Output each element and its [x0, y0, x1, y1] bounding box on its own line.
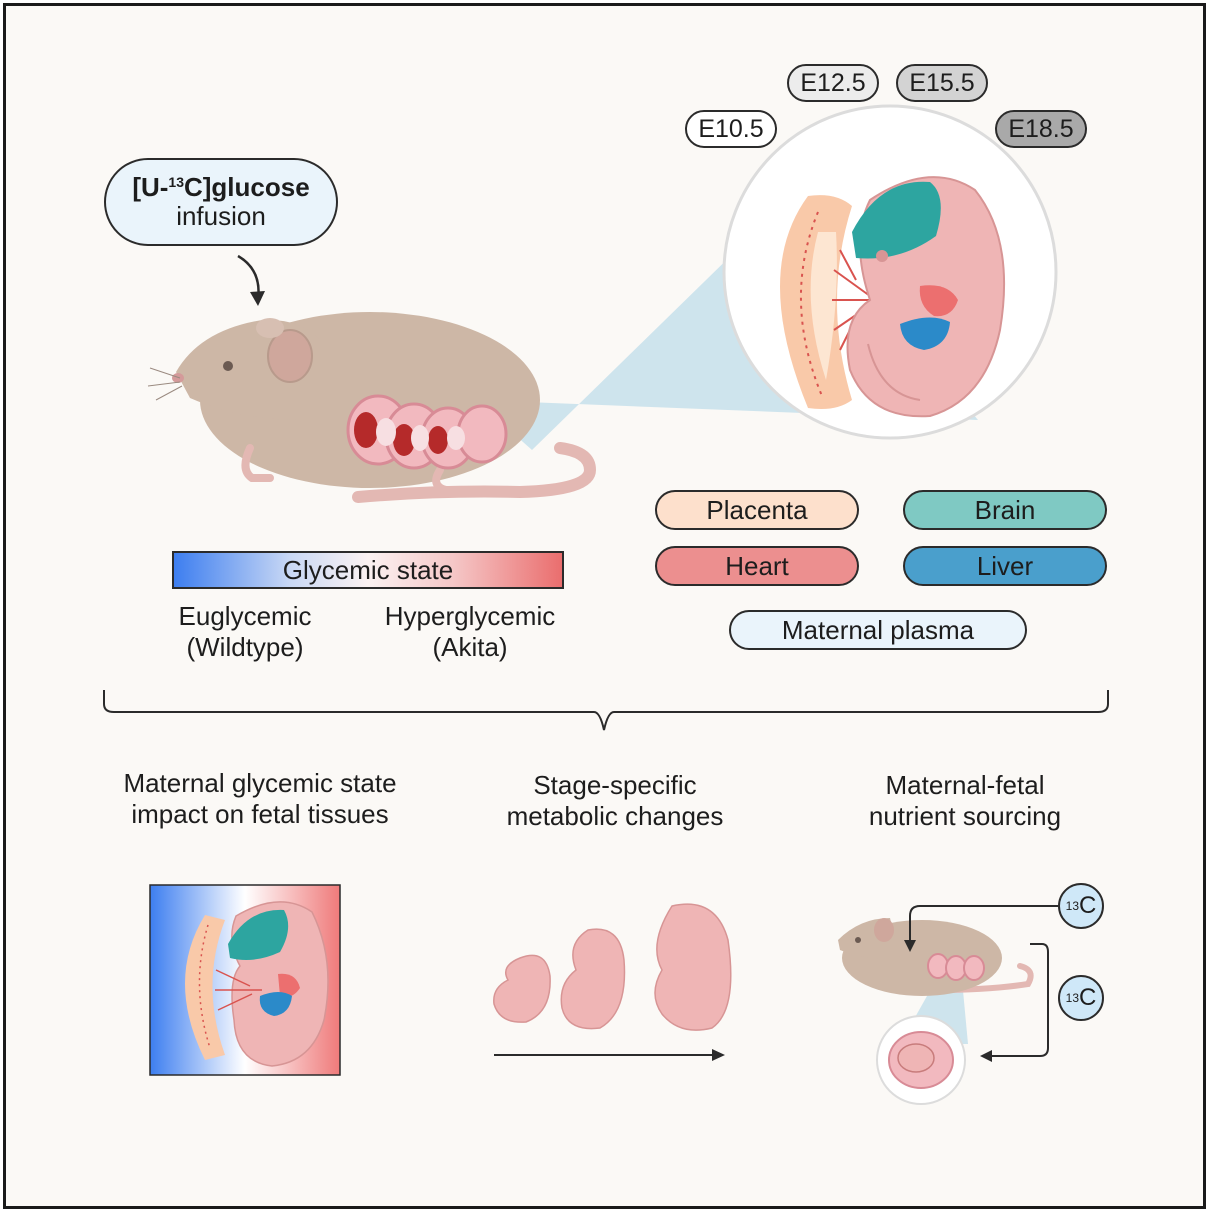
- stage-e18-5: E18.5: [995, 110, 1087, 148]
- uterus-embryos: [346, 394, 508, 470]
- stage-e12-5: E12.5: [787, 64, 879, 102]
- embryo-stage-series: [493, 903, 732, 1061]
- nutrient-sourcing-diagram: [838, 905, 1058, 1105]
- embryo-zoom-circle: [722, 104, 1058, 440]
- euglycemic-label: Euglycemic(Wildtype): [178, 601, 312, 662]
- summary-brace: [103, 690, 1109, 731]
- legend-liver: Liver: [903, 546, 1107, 586]
- legend-placenta: Placenta: [655, 490, 859, 530]
- glycemic-embryo-panel: [149, 884, 341, 1076]
- hyperglycemic-label: Hyperglycemic(Akita): [384, 601, 556, 662]
- tracer-infusion-label: [U-13C]glucose infusion: [104, 158, 338, 246]
- stage-e10-5: E10.5: [685, 110, 777, 148]
- legend-maternal-plasma: Maternal plasma: [729, 610, 1027, 650]
- glycemic-state-bar: Glycemic state: [172, 551, 564, 589]
- stage-e15-5: E15.5: [896, 64, 988, 102]
- legend-brain: Brain: [903, 490, 1107, 530]
- infusion-arrow: [237, 254, 265, 306]
- legend-heart: Heart: [655, 546, 859, 586]
- mouse-illustration: [147, 312, 597, 503]
